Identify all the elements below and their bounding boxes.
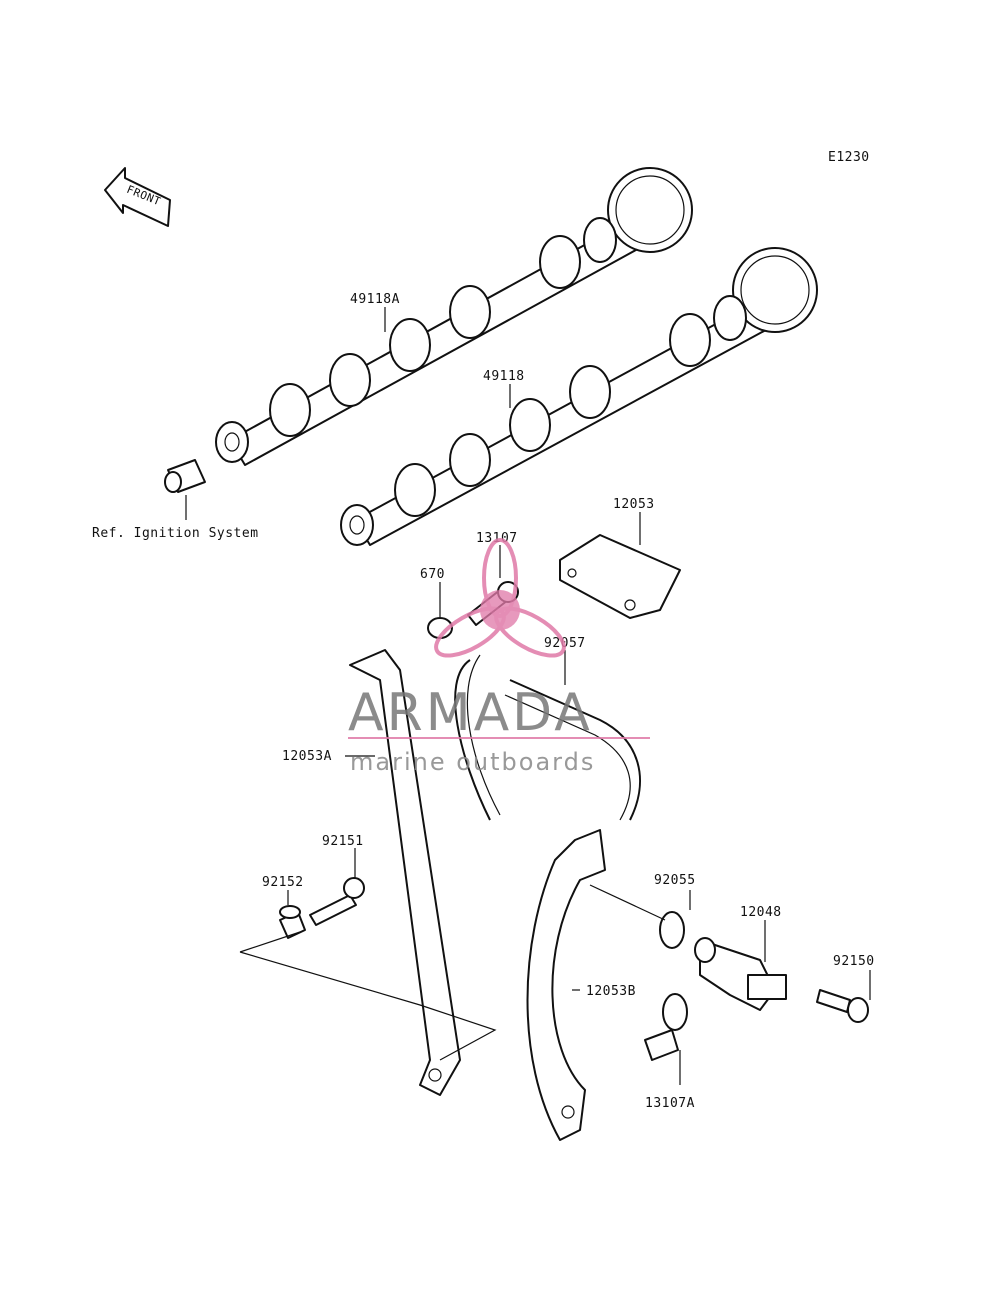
bolt-13107A bbox=[644, 993, 688, 1061]
label-12053B[interactable]: 12053B bbox=[586, 984, 636, 999]
leader-lines bbox=[185, 307, 871, 1085]
mounting-reference-line bbox=[239, 931, 497, 1061]
label-12053A[interactable]: 12053A bbox=[282, 749, 332, 764]
watermark-tagline: marine outboards bbox=[350, 748, 595, 776]
label-92151[interactable]: 92151 bbox=[322, 834, 364, 849]
diagram-code: E1230 bbox=[828, 150, 870, 165]
label-12048[interactable]: 12048 bbox=[740, 905, 782, 920]
spacer-92152 bbox=[279, 905, 306, 939]
chain-guide-12053A bbox=[349, 649, 461, 1096]
label-13107[interactable]: 13107 bbox=[476, 531, 518, 546]
o-ring-92055 bbox=[659, 911, 685, 949]
tensioner-guide-12053B bbox=[526, 829, 606, 1141]
chain-guide-12053 bbox=[559, 534, 681, 619]
propeller-logo-icon bbox=[434, 538, 566, 658]
label-92150[interactable]: 92150 bbox=[833, 954, 875, 969]
bolt-92151 bbox=[309, 877, 365, 926]
bolt-92150 bbox=[816, 989, 869, 1023]
camshaft-49118 bbox=[340, 247, 818, 546]
front-arrow-icon: FRONT bbox=[104, 167, 171, 227]
label-49118A[interactable]: 49118A bbox=[350, 292, 400, 307]
label-92152[interactable]: 92152 bbox=[262, 875, 304, 890]
cam-chain-92057 bbox=[454, 654, 641, 821]
label-670[interactable]: 670 bbox=[420, 567, 445, 582]
watermark-brand: ARMADA bbox=[348, 683, 593, 743]
label-49118[interactable]: 49118 bbox=[483, 369, 525, 384]
ignition-rotor-sleeve bbox=[164, 459, 206, 493]
label-13107A[interactable]: 13107A bbox=[645, 1096, 695, 1111]
label-12053[interactable]: 12053 bbox=[613, 497, 655, 512]
camshaft-49118A bbox=[215, 167, 693, 466]
tensioner-12048 bbox=[694, 937, 787, 1011]
label-92055[interactable]: 92055 bbox=[654, 873, 696, 888]
armada-watermark: ARMADA marine outboards bbox=[348, 538, 650, 776]
reference-note[interactable]: Ref. Ignition System bbox=[92, 526, 259, 541]
